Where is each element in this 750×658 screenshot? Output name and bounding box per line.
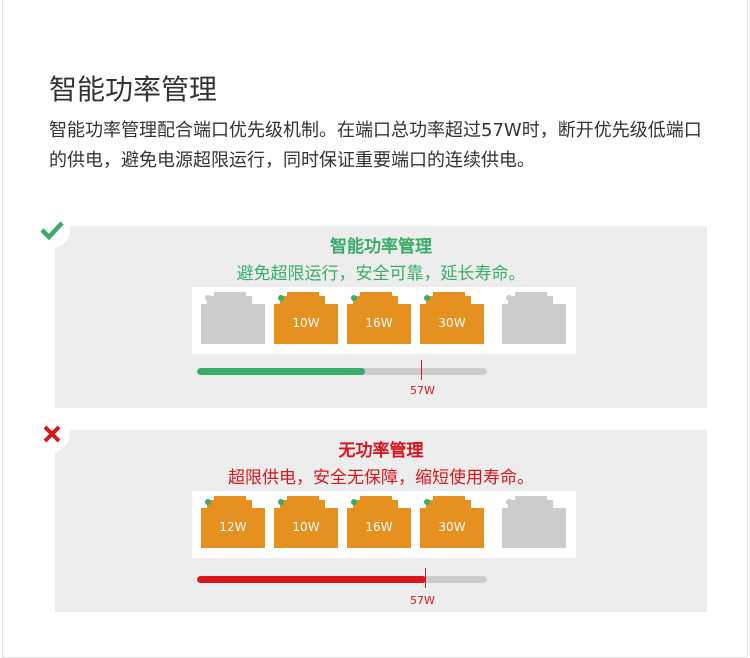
ports-row: 10W 16W 30W xyxy=(192,287,576,354)
port-status-dot xyxy=(424,295,430,301)
ethernet-port: 10W xyxy=(274,292,338,344)
ethernet-port: 12W xyxy=(201,496,265,548)
page-title: 智能功率管理 xyxy=(49,73,218,106)
ethernet-port: 10W xyxy=(274,496,338,548)
limit-label: 57W xyxy=(410,384,435,397)
ethernet-port: 16W xyxy=(347,496,411,548)
limit-marker xyxy=(425,568,426,588)
port-icon xyxy=(502,496,566,548)
ethernet-port: 16W xyxy=(347,292,411,344)
panel-title: 智能功率管理 xyxy=(330,237,432,257)
panel-smart-power: 智能功率管理 避免超限运行，安全可靠，延长寿命。 10W 16W 30W 57W xyxy=(34,212,707,408)
port-power-label: 16W xyxy=(365,520,393,534)
ports-row: 12W 10W 16W 30W xyxy=(192,491,576,558)
port-status-dot xyxy=(205,295,211,301)
port-icon xyxy=(201,292,265,344)
panel-no-power-management: 无功率管理 超限供电，安全无保障，缩短使用寿命。 12W 10W 16W 30W 57… xyxy=(34,416,707,612)
power-bar-fill xyxy=(197,368,366,375)
port-power-label: 10W xyxy=(292,520,320,534)
port-icon xyxy=(502,292,566,344)
ethernet-port: 30W xyxy=(420,292,484,344)
cross-icon xyxy=(34,416,70,452)
port-status-dot xyxy=(351,499,357,505)
panel-subtitle: 超限供电，安全无保障，缩短使用寿命。 xyxy=(228,468,534,488)
power-bar xyxy=(197,368,487,375)
port-status-dot xyxy=(205,499,211,505)
page-description: 智能功率管理配合端口优先级机制。在端口总功率超过57W时，断开优先级低端口的供电… xyxy=(49,120,702,171)
limit-marker xyxy=(421,360,422,380)
port-status-dot xyxy=(278,295,284,301)
port-power-label: 12W xyxy=(219,520,247,534)
port-status-dot xyxy=(278,499,284,505)
power-bar-fill xyxy=(197,576,427,583)
port-power-label: 30W xyxy=(438,316,466,330)
check-icon xyxy=(34,212,70,248)
port-power-label: 30W xyxy=(438,520,466,534)
ethernet-port xyxy=(502,496,566,548)
port-power-label: 10W xyxy=(292,316,320,330)
port-status-dot xyxy=(424,499,430,505)
port-status-dot xyxy=(506,499,512,505)
power-bar xyxy=(197,576,487,583)
port-status-dot xyxy=(351,295,357,301)
limit-label: 57W xyxy=(410,594,435,607)
port-power-label: 16W xyxy=(365,316,393,330)
ethernet-port: 30W xyxy=(420,496,484,548)
panel-subtitle: 避免超限运行，安全可靠，延长寿命。 xyxy=(236,264,526,284)
ethernet-port xyxy=(502,292,566,344)
ethernet-port xyxy=(201,292,265,344)
panel-title: 无功率管理 xyxy=(338,441,424,461)
port-status-dot xyxy=(506,295,512,301)
